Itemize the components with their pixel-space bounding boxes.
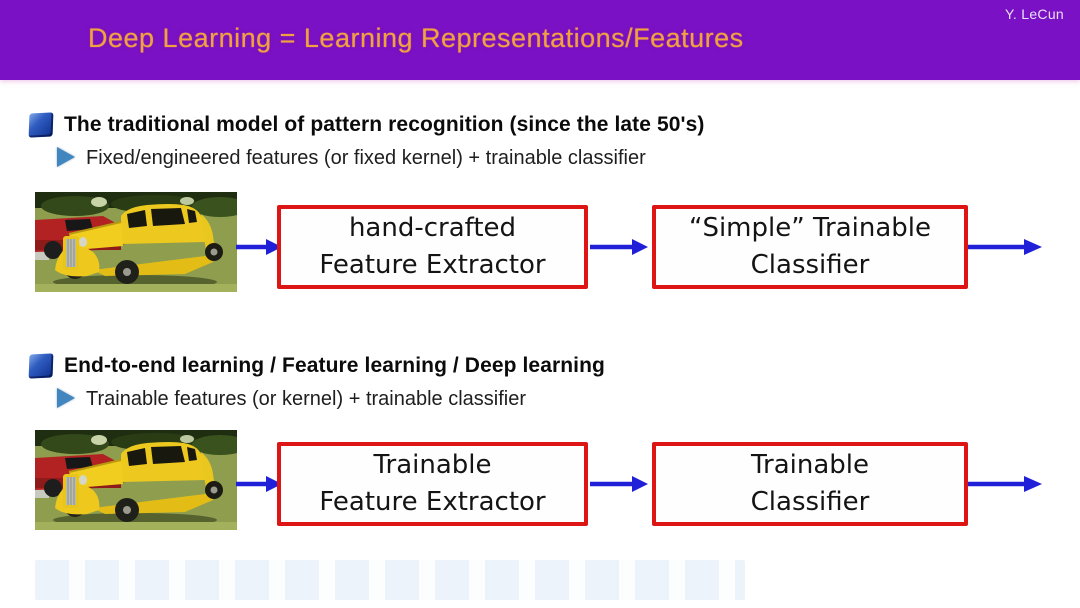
slide-title: Deep Learning = Learning Representations… xyxy=(88,23,744,53)
flow-box-line: “Simple” Trainable xyxy=(688,213,932,243)
bullet-cube-icon xyxy=(28,353,54,379)
section-heading: End-to-end learning / Feature learning /… xyxy=(64,354,605,377)
flow-box-classifier: Trainable Classifier xyxy=(652,442,968,526)
flow-arrow-icon xyxy=(968,239,1042,255)
bullet-cube-icon xyxy=(28,112,54,138)
flow-arrow-icon xyxy=(236,476,282,492)
ghost-artifact-bar xyxy=(35,560,745,600)
flow-arrow-icon xyxy=(590,476,648,492)
flow-box-line: Feature Extractor xyxy=(319,487,546,517)
flow-box-line: Classifier xyxy=(750,487,870,517)
author-credit: Y. LeCun xyxy=(1005,6,1064,22)
flow-arrow-icon xyxy=(590,239,648,255)
flow-box-classifier: “Simple” Trainable Classifier xyxy=(652,205,968,289)
flow-arrow-icon xyxy=(968,476,1042,492)
flow-box-line: hand-crafted xyxy=(348,213,517,243)
flow-box-line: Trainable xyxy=(750,450,870,480)
header-bar: Deep Learning = Learning Representations… xyxy=(0,0,1080,80)
subbullet-triangle-icon xyxy=(57,388,75,408)
car-photo xyxy=(35,192,237,292)
flow-box-feature-extractor: Trainable Feature Extractor xyxy=(277,442,588,526)
subbullet-triangle-icon xyxy=(57,147,75,167)
section-subpoint: Trainable features (or kernel) + trainab… xyxy=(86,388,527,410)
car-photo xyxy=(35,430,237,530)
flow-box-line: Trainable xyxy=(373,450,492,480)
section-heading: The traditional model of pattern recogni… xyxy=(64,113,705,136)
flow-box-feature-extractor: hand-crafted Feature Extractor xyxy=(277,205,588,289)
flow-box-line: Feature Extractor xyxy=(319,250,546,280)
flow-box-line: Classifier xyxy=(750,250,870,280)
flow-arrow-icon xyxy=(236,239,282,255)
section-subpoint: Fixed/engineered features (or fixed kern… xyxy=(86,147,646,169)
